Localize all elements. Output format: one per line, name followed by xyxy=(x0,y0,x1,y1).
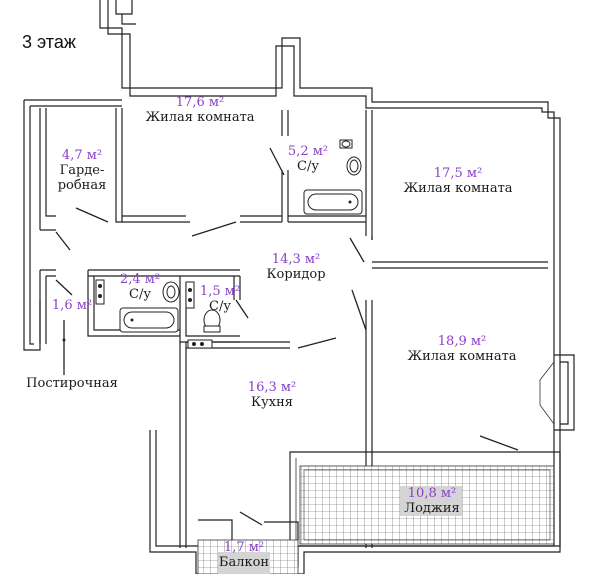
doors xyxy=(55,147,519,526)
room-name: Кухня xyxy=(251,395,293,410)
room-name: Коридор xyxy=(266,267,326,282)
room-laundry-name: Постирочная xyxy=(26,376,118,391)
room-corridor: 14,3 м² Коридор xyxy=(266,252,325,282)
loggia-floor xyxy=(289,451,561,548)
room-area: 2,4 м² xyxy=(119,272,161,287)
room-area: 16,3 м² xyxy=(247,380,297,395)
room-balcony: 1,7 м² Балкон xyxy=(219,540,269,570)
balcony-floor xyxy=(197,519,299,574)
room-name: С/у xyxy=(297,159,319,174)
room-name: С/у xyxy=(129,287,151,302)
room-name: Лоджия xyxy=(404,501,460,516)
room-kitchen: 16,3 м² Кухня xyxy=(248,380,296,410)
room-wc-1: 5,2 м² С/у xyxy=(288,144,328,174)
room-name: Балкон xyxy=(218,555,270,570)
room-name-line1: Гарде- xyxy=(59,163,105,178)
room-name: Жилая комната xyxy=(403,181,513,196)
room-living-2: 17,5 м² Жилая комната xyxy=(403,166,512,196)
room-area: 18,9 м² xyxy=(437,334,487,349)
room-area: 1,7 м² xyxy=(223,540,265,555)
room-area: 1,5 м² xyxy=(199,284,241,299)
fixtures xyxy=(95,139,363,349)
room-area: 5,2 м² xyxy=(287,144,329,159)
room-name: С/у xyxy=(209,299,231,314)
room-wc-2: 2,4 м² С/у xyxy=(120,272,160,302)
room-area: 17,6 м² xyxy=(175,95,225,110)
room-area: 17,5 м² xyxy=(433,166,483,181)
room-dressing: 4,7 м² Гарде- робная xyxy=(58,148,107,193)
floor-label: 3 этаж xyxy=(22,32,76,52)
room-living-1: 17,6 м² Жилая комната xyxy=(145,95,254,125)
room-wc-3: 1,5 м² С/у xyxy=(200,284,240,314)
room-area: 14,3 м² xyxy=(271,252,321,267)
room-area: 4,7 м² xyxy=(61,148,103,163)
room-name-line2: робная xyxy=(57,178,107,193)
room-laundry-area: 1,6 м² xyxy=(51,298,93,313)
room-area: 10,8 м² xyxy=(407,486,457,501)
room-loggia: 10,8 м² Лоджия xyxy=(404,486,460,516)
room-name: Жилая комната xyxy=(407,349,517,364)
room-name: Жилая комната xyxy=(145,110,255,125)
room-living-3: 18,9 м² Жилая комната xyxy=(407,334,516,364)
